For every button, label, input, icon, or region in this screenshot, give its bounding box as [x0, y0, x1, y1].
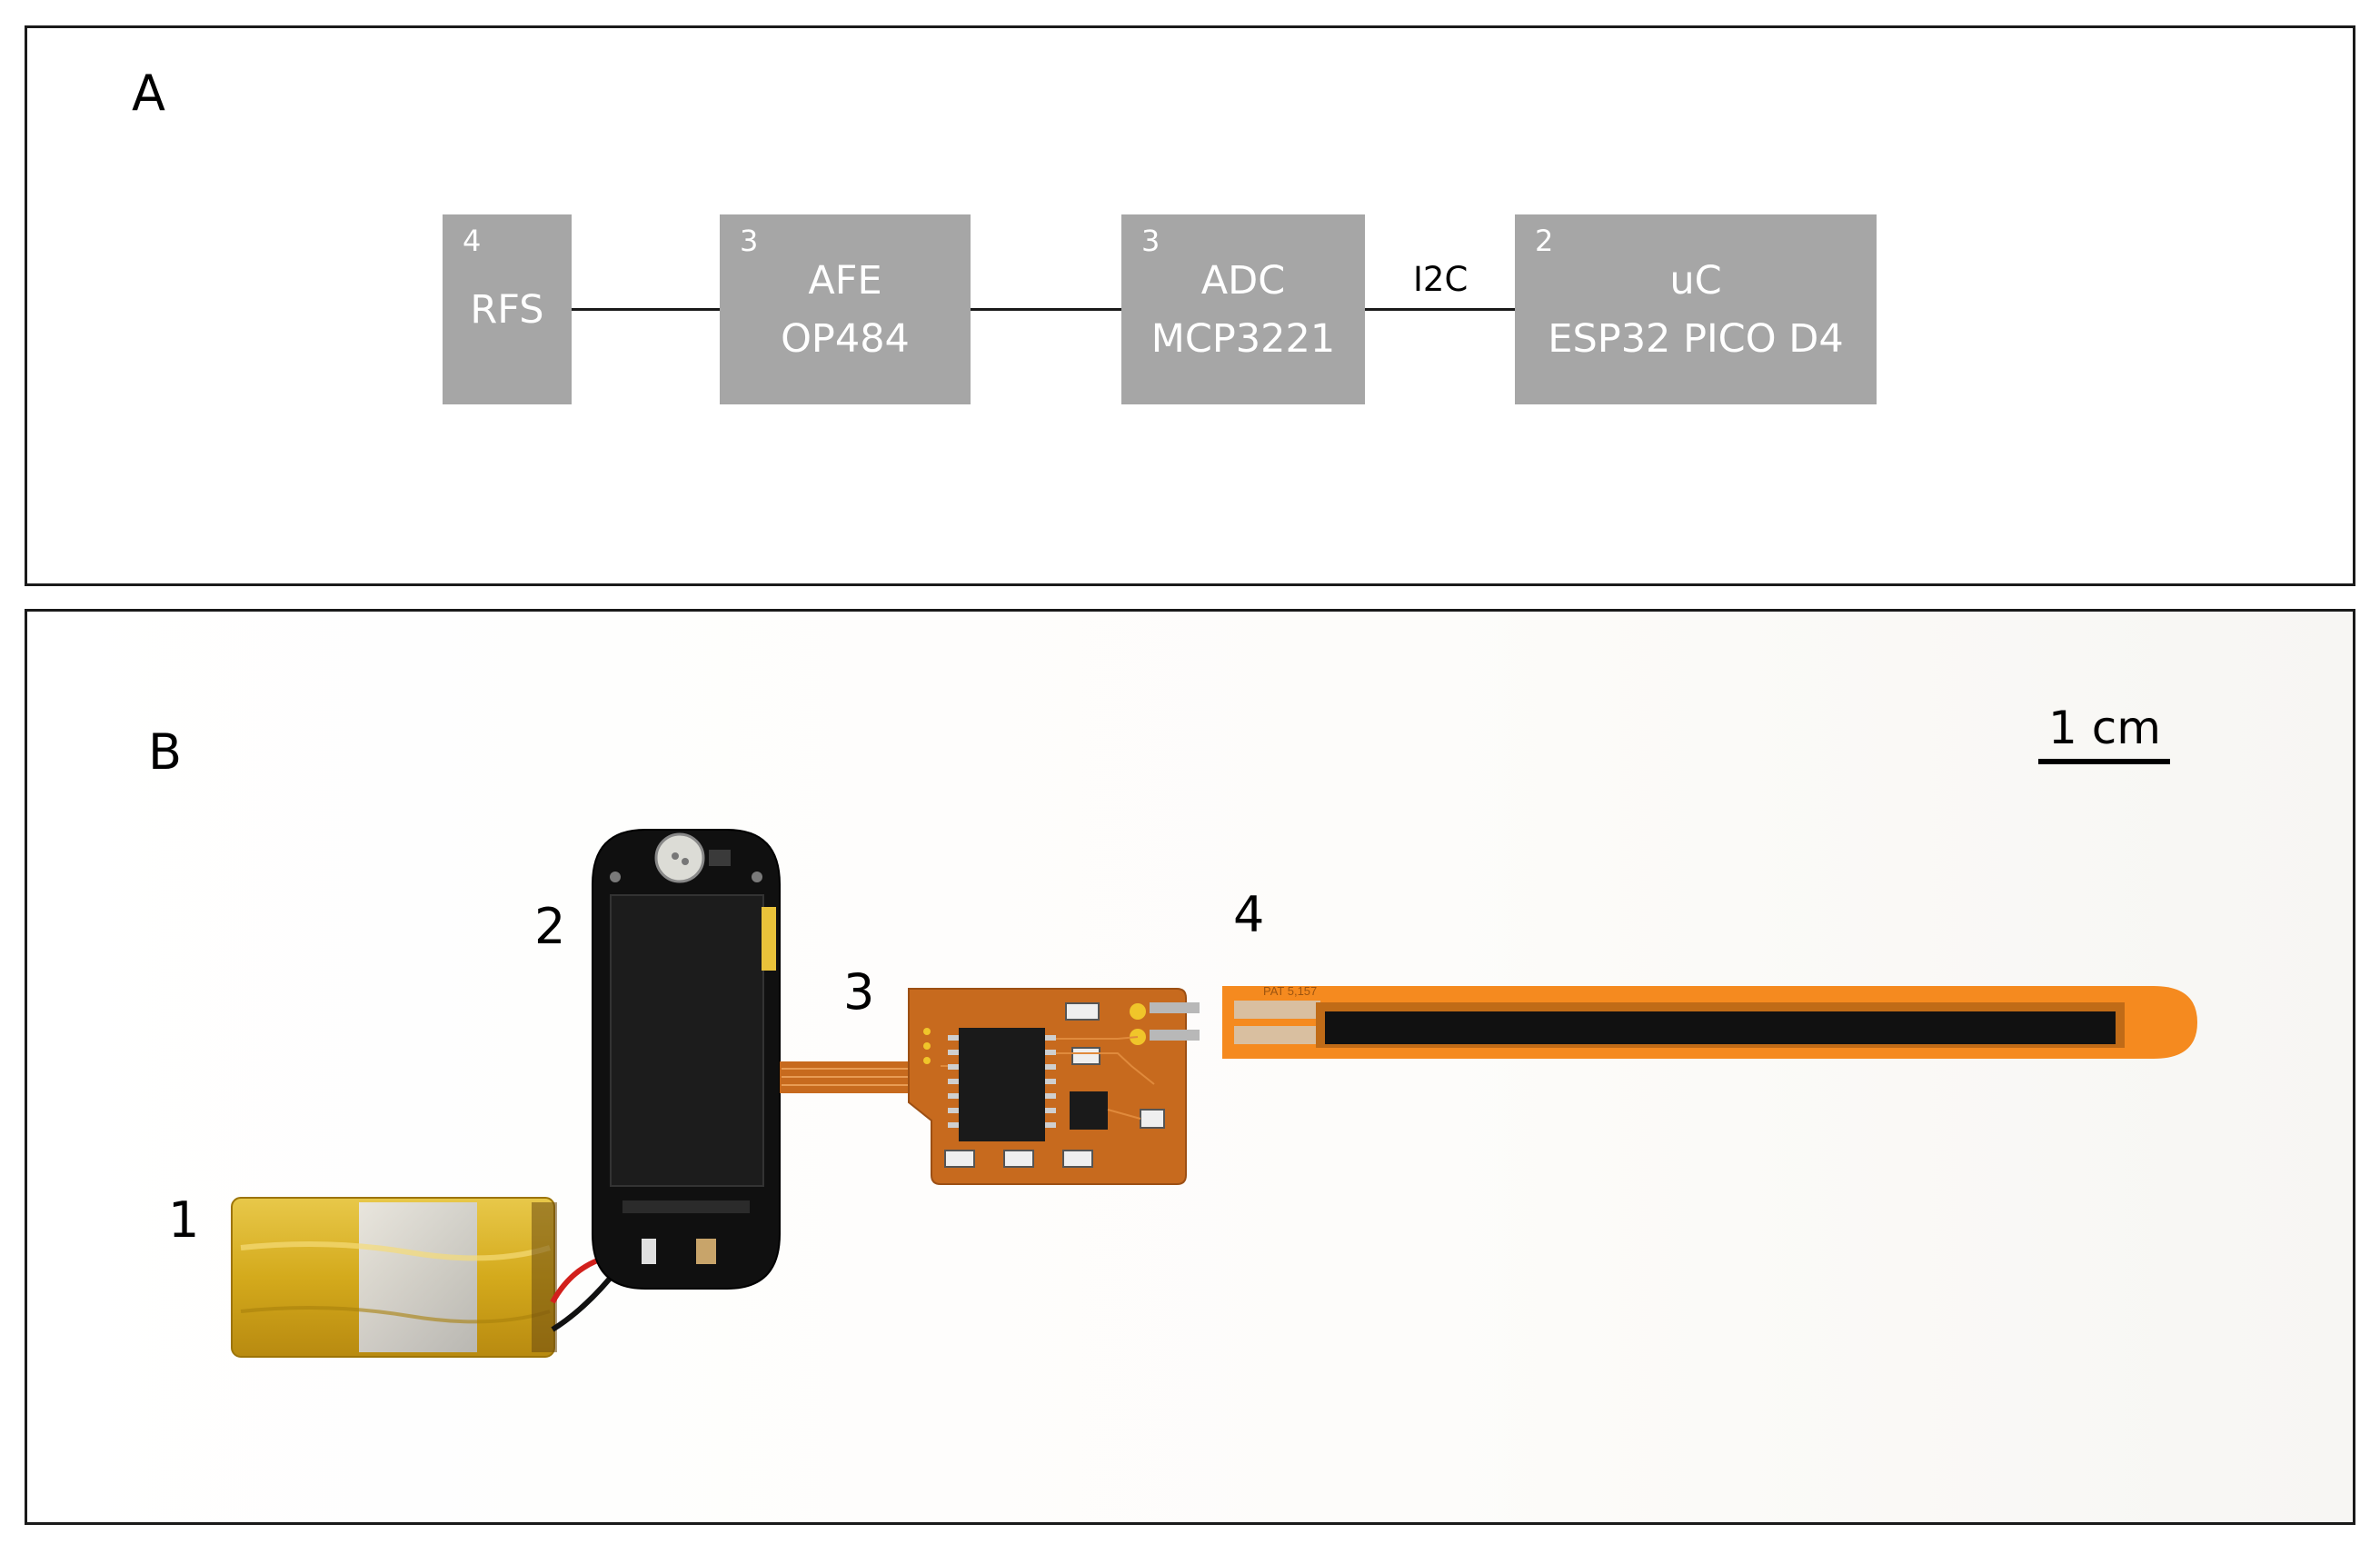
block-afe-title: AFE	[808, 257, 882, 304]
block-afe-part: OP484	[781, 315, 910, 362]
block-afe: 3 AFE OP484	[720, 214, 971, 404]
block-uc-part: ESP32 PICO D4	[1548, 315, 1844, 362]
scale-bar	[2038, 759, 2170, 764]
battery-part	[231, 1197, 557, 1358]
microcontroller-board-part	[592, 829, 781, 1290]
flex-sensor-part: PAT 5,157	[1150, 984, 2197, 1059]
connector-afe-adc	[969, 308, 1158, 311]
block-rfs: 4 RFS	[443, 214, 572, 404]
connector-rfs-afe	[569, 308, 720, 311]
block-uc-title: uC	[1669, 257, 1722, 304]
flex-cable	[780, 1025, 941, 1102]
panel-b-letter: B	[148, 723, 183, 781]
part-label-4-sensor: 4	[1233, 886, 1265, 943]
block-rfs-badge: 4	[463, 224, 482, 258]
hardware-photo-illustration: PAT 5,157	[27, 612, 2353, 1522]
panel-b-hardware-photo: PAT 5,157 B 1 cm 1 2 3 4	[25, 609, 2355, 1525]
block-afe-badge: 3	[740, 224, 759, 258]
block-adc-part: MCP3221	[1150, 315, 1336, 362]
block-rfs-title: RFS	[470, 286, 544, 333]
part-label-1-battery: 1	[168, 1191, 200, 1249]
block-adc-badge: 3	[1141, 224, 1160, 258]
block-uc: 2 uC ESP32 PICO D4	[1515, 214, 1877, 404]
block-adc-title: ADC	[1200, 257, 1286, 304]
part-label-3-pcb: 3	[843, 963, 875, 1021]
block-uc-badge: 2	[1535, 224, 1554, 258]
afe-adc-pcb-part	[908, 988, 1187, 1185]
panel-a-letter: A	[132, 65, 165, 122]
scale-bar-label: 1 cm	[2048, 702, 2161, 754]
svg-text:PAT 5,157: PAT 5,157	[1263, 984, 1317, 998]
panel-a-block-diagram: A I2C 4 RFS 3 AFE OP484 3 ADC MCP3221 2 …	[25, 25, 2355, 586]
i2c-bus-label: I2C	[1413, 260, 1469, 299]
connector-adc-uc	[1365, 308, 1550, 311]
block-adc: 3 ADC MCP3221	[1121, 214, 1365, 404]
flex-cable-traces	[782, 1068, 922, 1086]
part-label-2-board: 2	[534, 898, 566, 955]
